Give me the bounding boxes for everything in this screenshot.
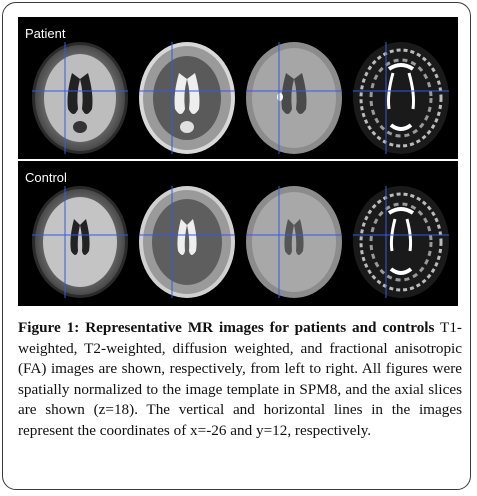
patient-t1-image xyxy=(32,42,128,154)
patient-dwi-image xyxy=(246,42,342,154)
caption-title: Figure 1: Representative MR images for p… xyxy=(18,319,435,336)
patient-panel: Patient xyxy=(18,17,458,162)
control-t2-image xyxy=(139,186,235,298)
panel-divider xyxy=(18,159,458,161)
control-panel: Control xyxy=(18,161,458,306)
control-label: Control xyxy=(25,170,67,185)
patient-label: Patient xyxy=(25,26,66,41)
patient-fa-image xyxy=(353,42,449,154)
control-fa-image xyxy=(353,186,449,298)
control-t1-image xyxy=(32,186,128,298)
figure-caption: Figure 1: Representative MR images for p… xyxy=(18,318,462,441)
control-dwi-image xyxy=(246,186,342,298)
patient-t2-image xyxy=(139,42,235,154)
caption-body: T1-weighted, T2-weighted, diffusion weig… xyxy=(18,319,462,439)
